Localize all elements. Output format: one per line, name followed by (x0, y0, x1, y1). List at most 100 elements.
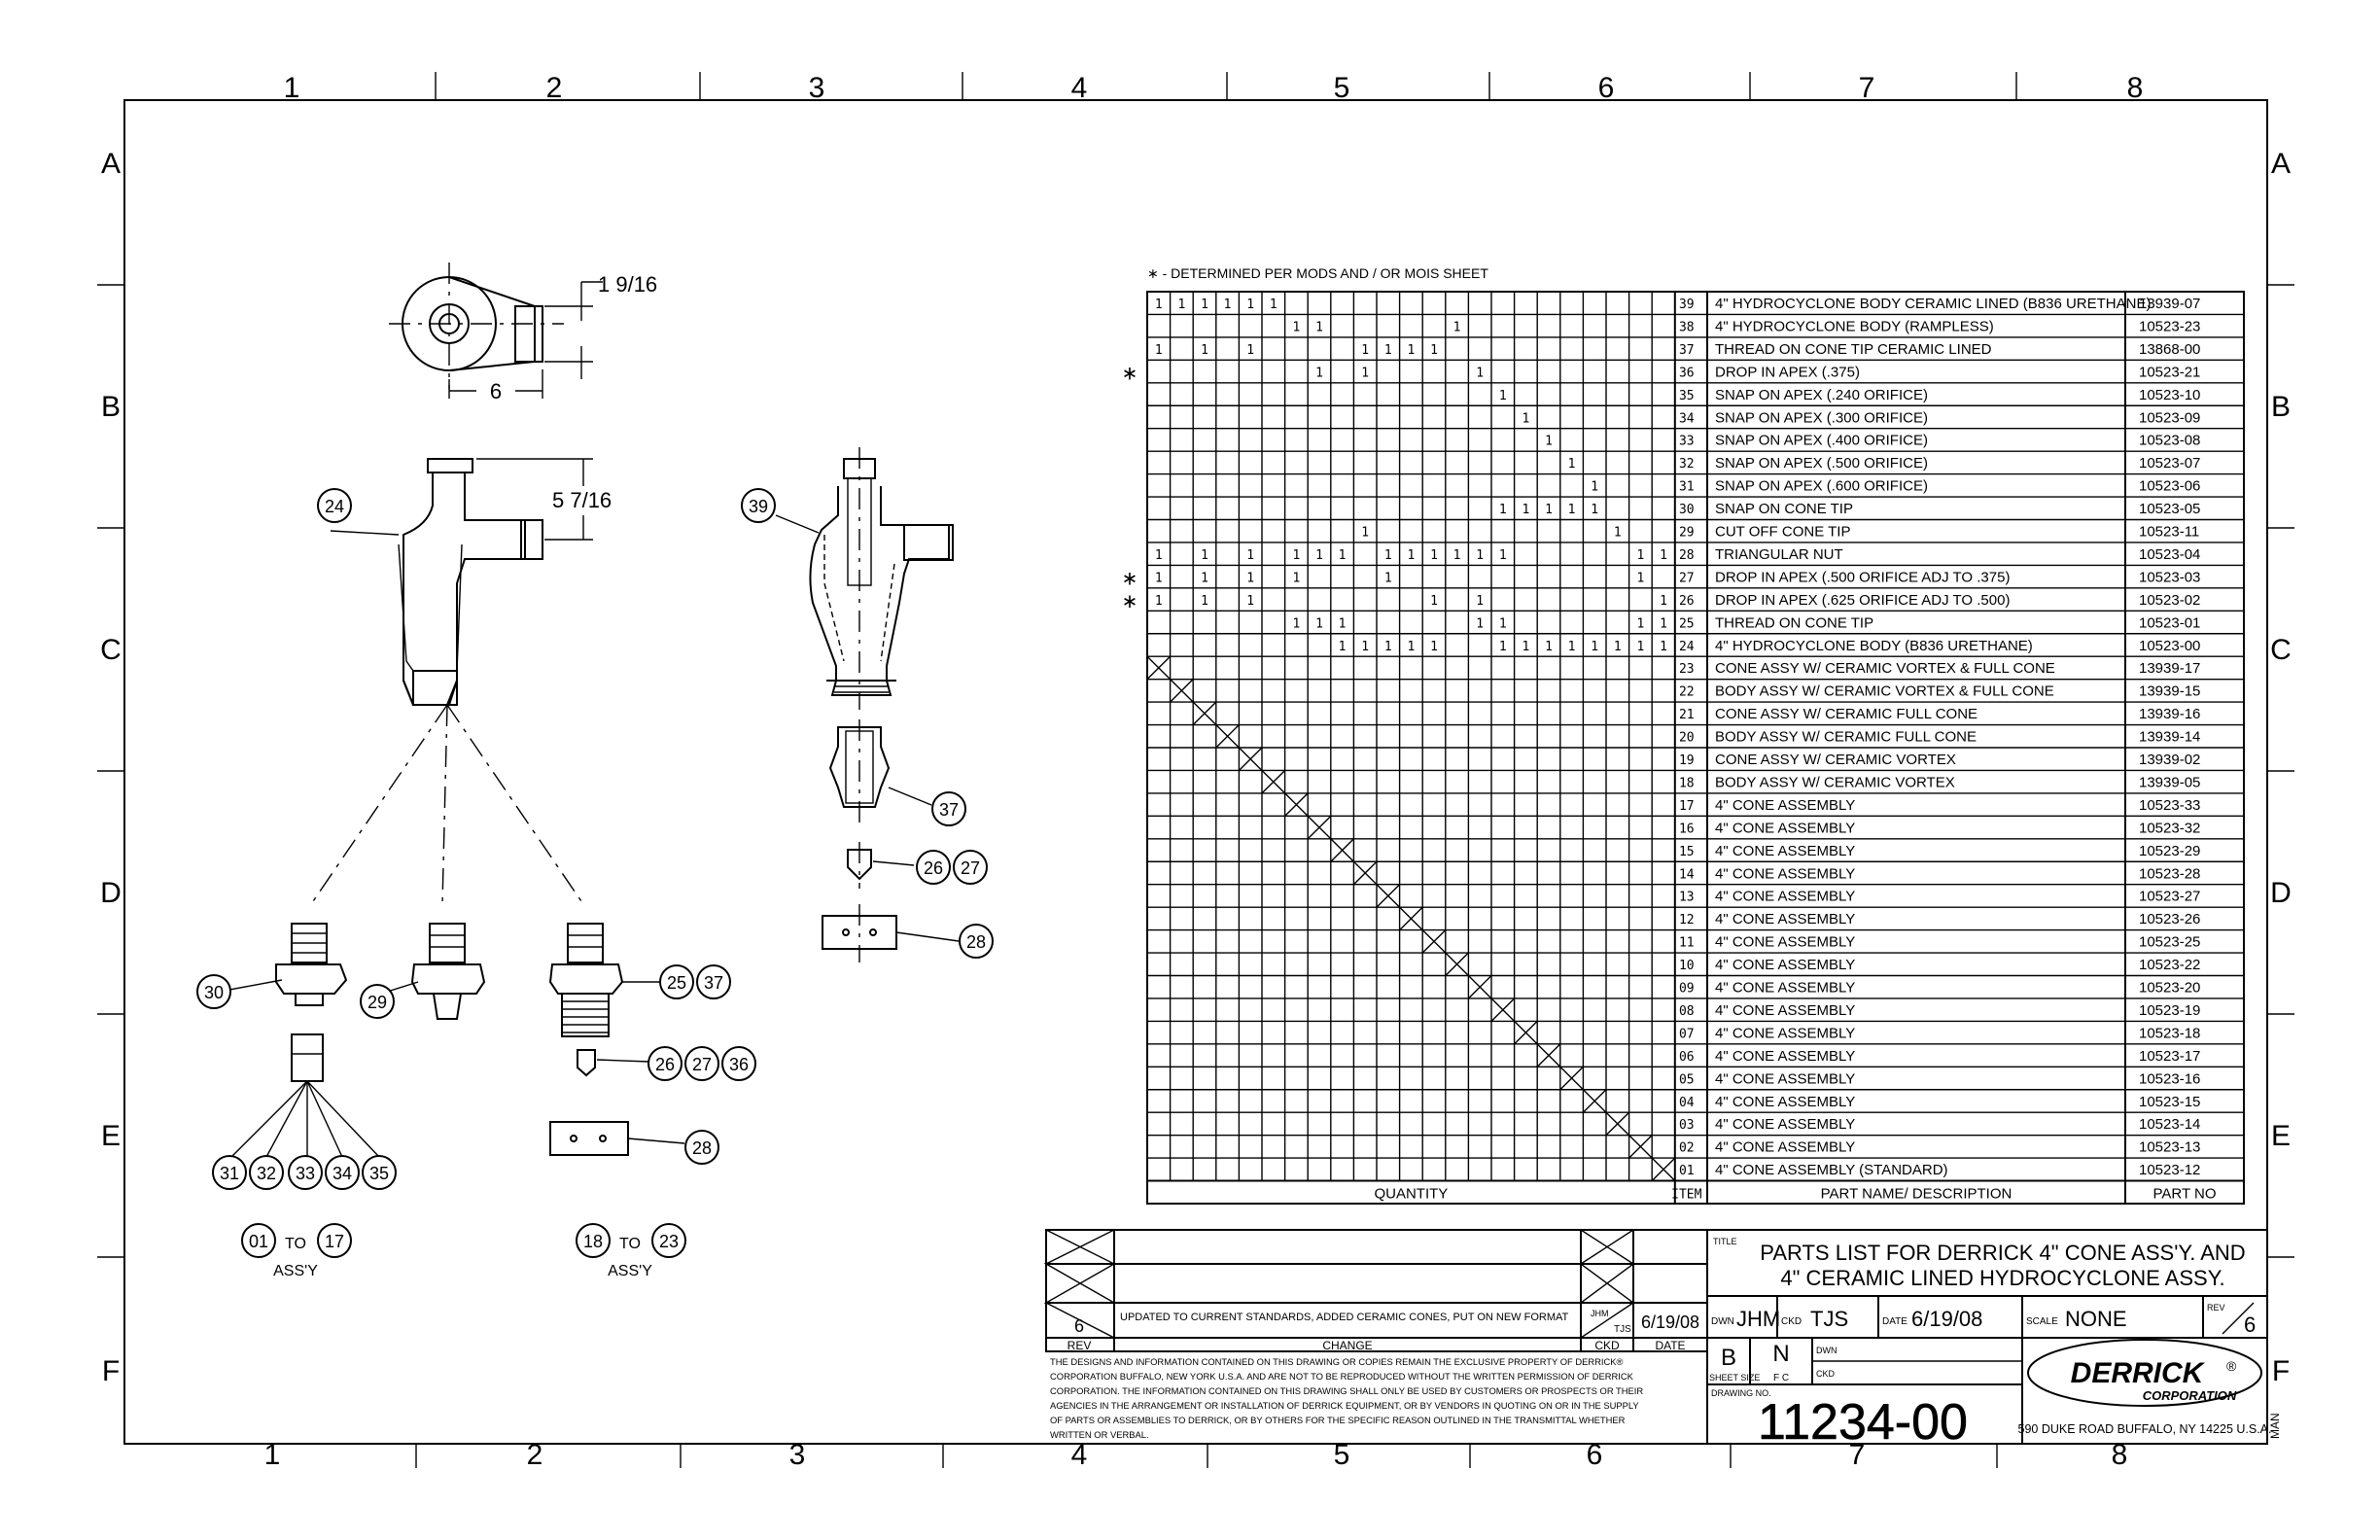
part-name: 4" CONE ASSEMBLY (1715, 889, 1855, 905)
sheet-size: B (1721, 1345, 1736, 1371)
part-name: SNAP ON CONE TIP (1715, 501, 1853, 517)
quantity-cell: 1 (1660, 640, 1667, 654)
part-name: SNAP ON APEX (.300 ORIFICE) (1715, 409, 1928, 426)
part-name: 4" CONE ASSEMBLY (1715, 1048, 1855, 1065)
item-number: 01 (1679, 1164, 1695, 1178)
part-number: 10523-25 (2139, 934, 2200, 951)
part-number: 10523-00 (2139, 638, 2200, 654)
assembly-marker (1582, 1089, 1607, 1113)
part-name: 4" CONE ASSEMBLY (1715, 1002, 1855, 1019)
item-number: 17 (1679, 799, 1695, 814)
part-number: 10523-09 (2139, 409, 2200, 426)
assembly-marker (1146, 655, 1172, 681)
assembly-marker (1559, 1066, 1584, 1091)
part-number: 10523-06 (2139, 478, 2200, 495)
part-name: THREAD ON CONE TIP CERAMIC LINED (1715, 341, 1992, 358)
revision-block: 6 UPDATED TO CURRENT STANDARDS, ADDED CE… (1043, 1229, 1708, 1352)
part-name: BODY ASSY W/ CERAMIC FULL CONE (1715, 729, 1977, 746)
balloon-group1-end: 17 (325, 1232, 344, 1251)
subassembly-18-23 (548, 923, 685, 1156)
zone-row-b: B (101, 391, 121, 423)
item-number: 31 (1679, 480, 1695, 495)
assembly-marker (1238, 747, 1263, 771)
part-name: SNAP ON APEX (.240 ORIFICE) (1715, 387, 1928, 403)
balloon-34: 34 (332, 1164, 352, 1183)
balloon-27b: 27 (692, 1055, 712, 1074)
balloon-36b: 36 (729, 1055, 749, 1074)
quantity-cell: 1 (1453, 320, 1461, 334)
ckd-header: CKD (1594, 1339, 1620, 1352)
zone-row-a: A (101, 148, 121, 180)
part-name: CONE ASSY W/ CERAMIC FULL CONE (1715, 706, 1978, 722)
part-number: 10523-07 (2139, 455, 2200, 472)
quantity-cell: 1 (1361, 526, 1369, 541)
part-number: 10523-02 (2139, 592, 2200, 609)
part-no-header: PART NO (2152, 1186, 2216, 1203)
assembly-marker (1170, 679, 1194, 703)
assembly-marker (1490, 998, 1516, 1022)
thread-on-cone-tip-ceramic (822, 719, 960, 962)
quantity-cell: 1 (1614, 640, 1622, 654)
part-name: 4" CONE ASSEMBLY (1715, 957, 1855, 973)
part-number: 10523-26 (2139, 911, 2200, 928)
part-number: 10523-12 (2139, 1162, 2200, 1178)
title-block: TITLE PARTS LIST FOR DERRICK 4" CONE ASS… (1706, 1229, 2282, 1451)
item-number: 06 (1679, 1050, 1695, 1065)
quantity-cell: 1 (1201, 298, 1208, 312)
assembly-marker (1628, 1135, 1653, 1159)
zone-row-e: E (101, 1120, 121, 1152)
zone-col-2-bottom: 2 (527, 1439, 543, 1471)
quantity-cell: 1 (1292, 571, 1300, 585)
item-number: 04 (1679, 1096, 1695, 1110)
revision-date: 6/19/08 (1641, 1312, 1699, 1332)
drawing-date: 6/19/08 (1911, 1307, 1982, 1331)
item-number: 21 (1679, 708, 1695, 722)
disclaimer-line: WRITTEN OR VERBAL. (1050, 1429, 1149, 1440)
quantity-cell: 1 (1568, 503, 1576, 517)
quantity-cell: 1 (1315, 616, 1323, 631)
part-number: 10523-05 (2139, 501, 2200, 517)
part-number: 10523-29 (2139, 843, 2200, 859)
quantity-cell: 1 (1339, 640, 1347, 654)
disclaimer-text: THE DESIGNS AND INFORMATION CONTAINED ON… (1050, 1356, 1643, 1440)
part-name: BODY ASSY W/ CERAMIC VORTEX & FULL CONE (1715, 683, 2054, 700)
quantity-cell: 1 (1315, 548, 1323, 563)
quantity-cell: 1 (1246, 298, 1254, 312)
date-label: DATE (1882, 1316, 1908, 1327)
item-number: 39 (1679, 298, 1695, 312)
zone-labels: 1 2 3 4 5 6 7 8 1 2 3 4 5 6 7 8 A B C D … (100, 72, 2292, 1471)
part-name: 4" CONE ASSEMBLY (1715, 1025, 1855, 1041)
part-number: 10523-11 (2139, 524, 2199, 541)
item-header: ITEM (1671, 1188, 1701, 1203)
item-number: 05 (1679, 1072, 1695, 1087)
zone-col-5-bottom: 5 (1334, 1439, 1350, 1471)
part-name-header: PART NAME/ DESCRIPTION (1821, 1186, 2012, 1203)
zone-row-c: C (100, 634, 122, 666)
subassembly-01-17 (228, 923, 380, 1158)
quantity-cell: 1 (1522, 503, 1529, 517)
part-name: 4" HYDROCYCLONE BODY CERAMIC LINED (B836… (1715, 296, 2151, 312)
quantity-cell: 1 (1339, 616, 1347, 631)
part-number: 10523-17 (2139, 1048, 2200, 1065)
part-number: 13939-02 (2139, 752, 2200, 768)
balloon-30: 30 (204, 983, 224, 1002)
disclaimer-line: THE DESIGNS AND INFORMATION CONTAINED ON… (1050, 1356, 1624, 1367)
item-number: 35 (1679, 389, 1695, 403)
item-number: 23 (1679, 662, 1695, 677)
quantity-cell: 1 (1430, 548, 1438, 563)
zone-row-f: F (102, 1355, 120, 1387)
company-address: 590 DUKE ROAD BUFFALO, NY 14225 U.S.A. (2018, 1422, 2272, 1436)
quantity-cell: 1 (1430, 343, 1438, 358)
balloon-39: 39 (749, 497, 768, 516)
